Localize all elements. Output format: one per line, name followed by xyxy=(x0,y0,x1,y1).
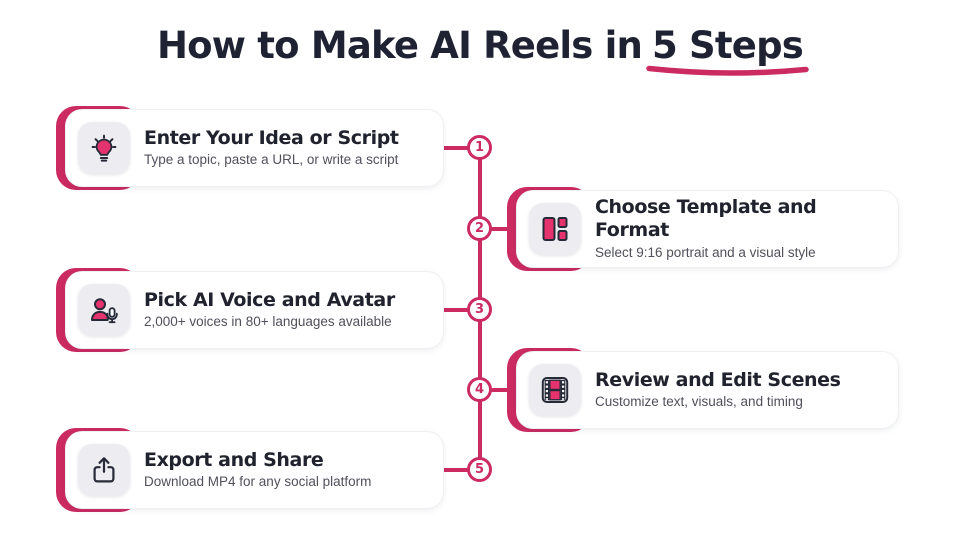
step-title: Pick AI Voice and Avatar xyxy=(144,288,395,311)
card-panel: Choose Template and Format Select 9:16 p… xyxy=(517,191,898,267)
card-text: Export and Share Download MP4 for any so… xyxy=(144,449,371,492)
page-title-text: How to Make AI Reels in xyxy=(157,24,643,67)
card-panel: Enter Your Idea or Script Type a topic, … xyxy=(66,110,443,186)
timeline-connector-1 xyxy=(441,146,469,150)
card-panel: Export and Share Download MP4 for any so… xyxy=(66,432,443,508)
step-subtitle: 2,000+ voices in 80+ languages available xyxy=(144,314,392,330)
voice-avatar-icon xyxy=(78,284,130,336)
step-subtitle: Download MP4 for any social platform xyxy=(144,474,372,490)
film-strip-icon xyxy=(529,364,581,416)
timeline-connector-5 xyxy=(441,468,469,472)
title-highlight-text: 5 Steps xyxy=(652,24,804,67)
timeline-node-4: 4 xyxy=(467,377,492,402)
step-card-1: Enter Your Idea or Script Type a topic, … xyxy=(56,106,443,190)
card-panel: Review and Edit Scenes Customize text, v… xyxy=(517,352,898,428)
card-text: Review and Edit Scenes Customize text, v… xyxy=(595,369,841,412)
step-subtitle: Type a topic, paste a URL, or write a sc… xyxy=(144,152,399,168)
timeline-connector-3 xyxy=(441,308,469,312)
card-text: Enter Your Idea or Script Type a topic, … xyxy=(144,127,399,170)
step-subtitle: Select 9:16 portrait and a visual style xyxy=(595,244,816,260)
step-card-5: Export and Share Download MP4 for any so… xyxy=(56,428,443,512)
card-text: Pick AI Voice and Avatar 2,000+ voices i… xyxy=(144,289,395,332)
step-title: Export and Share xyxy=(144,448,324,471)
lightbulb-icon xyxy=(78,122,130,174)
timeline-connector-4 xyxy=(491,388,519,392)
step-subtitle: Customize text, visuals, and timing xyxy=(595,394,803,410)
step-card-2: Choose Template and Format Select 9:16 p… xyxy=(507,187,898,271)
card-text: Choose Template and Format Select 9:16 p… xyxy=(595,196,888,261)
step-card-4: Review and Edit Scenes Customize text, v… xyxy=(507,348,898,432)
template-layout-icon xyxy=(529,203,581,255)
timeline-node-2: 2 xyxy=(467,216,492,241)
step-card-3: Pick AI Voice and Avatar 2,000+ voices i… xyxy=(56,268,443,352)
step-title: Review and Edit Scenes xyxy=(595,368,841,391)
timeline-node-3: 3 xyxy=(467,297,492,322)
title-highlight: 5 Steps xyxy=(646,24,809,76)
timeline-node-1: 1 xyxy=(467,135,492,160)
underline-swoosh-icon xyxy=(646,65,809,76)
timeline-node-5: 5 xyxy=(467,457,492,482)
step-title: Choose Template and Format xyxy=(595,196,817,242)
card-panel: Pick AI Voice and Avatar 2,000+ voices i… xyxy=(66,272,443,348)
timeline-connector-2 xyxy=(491,227,519,231)
step-title: Enter Your Idea or Script xyxy=(144,126,399,149)
export-share-icon xyxy=(78,444,130,496)
